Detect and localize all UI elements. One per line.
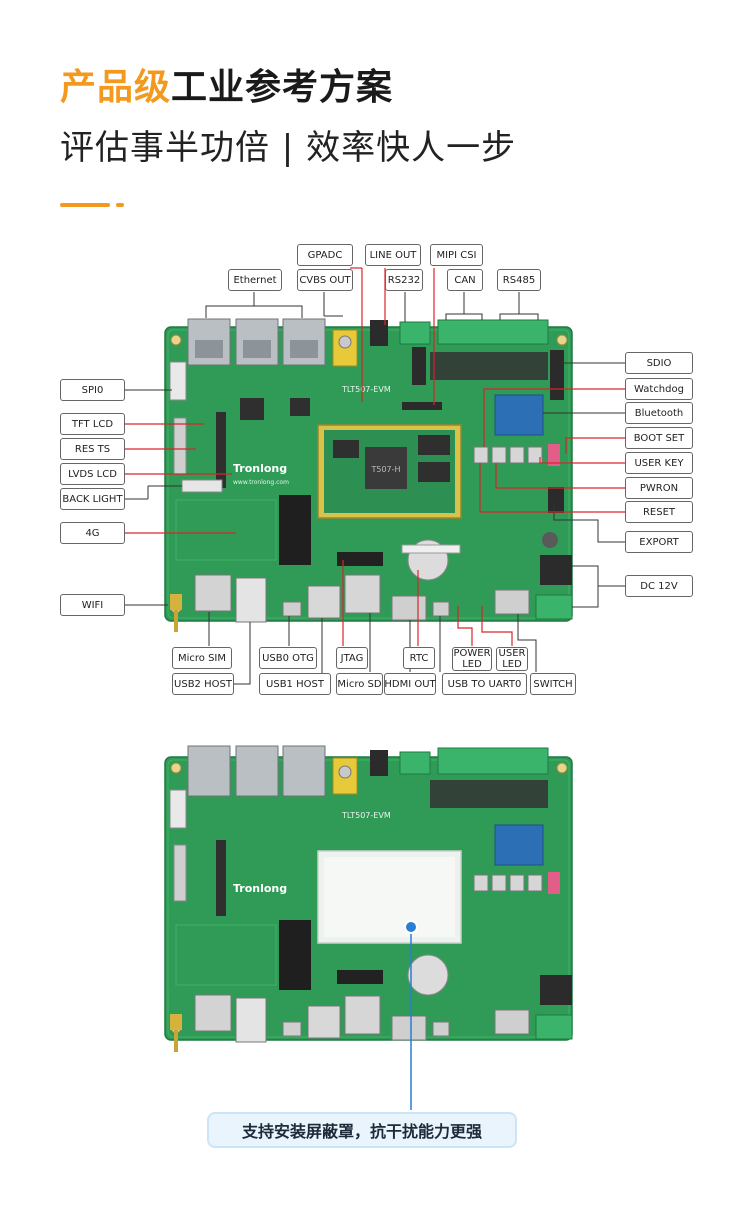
som-chip-label: T507-H: [370, 465, 400, 474]
label-usb1-host: USB1 HOST: [259, 673, 331, 695]
callout-lines: [125, 292, 625, 685]
decor-bar-long: [60, 203, 110, 207]
board-bottom: Tronlong TLT507-EVM: [164, 745, 573, 1110]
label-switch: SWITCH: [530, 673, 576, 695]
label-rs232: RS232: [385, 269, 423, 291]
title-highlight: 产品级: [60, 67, 172, 108]
label-sdio: SDIO: [625, 352, 693, 374]
board-model-text: TLT507-EVM: [341, 385, 391, 394]
label-boot-set: BOOT SET: [625, 427, 693, 449]
label-usb2-host: USB2 HOST: [172, 673, 234, 695]
label-spi0: SPI0: [60, 379, 125, 401]
label-usb0-otg: USB0 OTG: [259, 647, 317, 669]
label-reset: RESET: [625, 501, 693, 523]
label-micro-sim: Micro SIM: [172, 647, 232, 669]
shield-caption: 支持安装屏蔽罩，抗干扰能力更强: [207, 1112, 517, 1148]
label-usb-to-uart0: USB TO UART0: [442, 673, 527, 695]
label-gpadc: GPADC: [297, 244, 353, 266]
label-mipi-csi: MIPI CSI: [430, 244, 483, 266]
label-line-out: LINE OUT: [365, 244, 421, 266]
page-subtitle: 评估事半功倍 | 效率快人一步: [60, 128, 517, 168]
title-rest: 工业参考方案: [171, 67, 394, 108]
label-lvds-lcd: LVDS LCD: [60, 463, 125, 485]
label-export: EXPORT: [625, 531, 693, 553]
brand-url-text: www.tronlong.com: [233, 479, 289, 486]
board-top: T507-H Tronlong www.tronlong.com TLT507-…: [164, 318, 573, 632]
brand-logo-text: Tronlong: [233, 462, 287, 475]
label-ethernet: Ethernet: [228, 269, 282, 291]
label-pwron: PWRON: [625, 477, 693, 499]
label-watchdog: Watchdog: [625, 378, 693, 400]
page-title: 产品级工业参考方案: [60, 58, 393, 110]
label-bluetooth: Bluetooth: [625, 402, 693, 424]
label-wifi: WIFI: [60, 594, 125, 616]
callout-lines-red: [125, 267, 625, 646]
label-micro-sd: Micro SD: [336, 673, 383, 695]
label-back-light: BACK LIGHT: [60, 488, 125, 510]
label-4g: 4G: [60, 522, 125, 544]
label-can: CAN: [447, 269, 483, 291]
brand-logo-text-2: Tronlong: [233, 882, 287, 895]
label-cvbs-out: CVBS OUT: [297, 269, 353, 291]
board-model-text-2: TLT507-EVM: [341, 811, 391, 820]
label-rs485: RS485: [497, 269, 541, 291]
label-dc-12v: DC 12V: [625, 575, 693, 597]
label-rtc: RTC: [403, 647, 435, 669]
decor-bar-short: [116, 203, 124, 207]
label-user-key: USER KEY: [625, 452, 693, 474]
label-jtag: JTAG: [336, 647, 368, 669]
label-tft-lcd: TFT LCD: [60, 413, 125, 435]
label-hdmi-out: HDMI OUT: [384, 673, 436, 695]
label-res-ts: RES TS: [60, 438, 125, 460]
caption-pointer-dot: [404, 920, 418, 934]
